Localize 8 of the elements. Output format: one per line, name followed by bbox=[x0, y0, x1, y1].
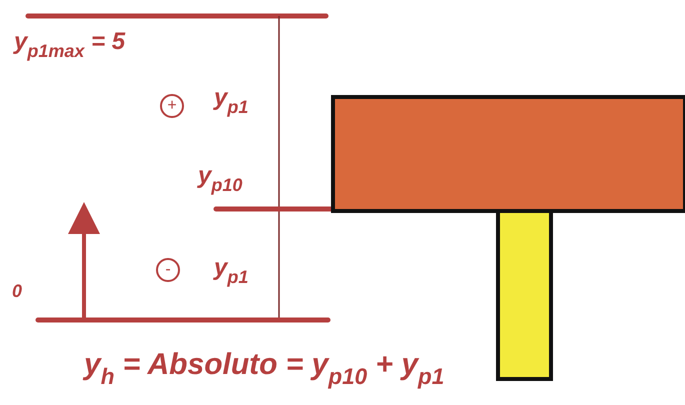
variable-label: y$_{p1}$ bbox=[214, 256, 248, 286]
variable-label: y$_{p10}$ bbox=[198, 164, 242, 194]
variable-label: y$_{p1}$ bbox=[214, 86, 248, 116]
circled-sign: + bbox=[160, 94, 184, 118]
formula-label: y$_{h}$ = Absoluto = y$_{p10}$ + y$_{p1}$ bbox=[84, 350, 444, 389]
value-label: 0 bbox=[12, 282, 22, 300]
circled-sign: - bbox=[156, 258, 180, 282]
formula-label: y$_{p1max}$ = 5 bbox=[14, 30, 126, 60]
